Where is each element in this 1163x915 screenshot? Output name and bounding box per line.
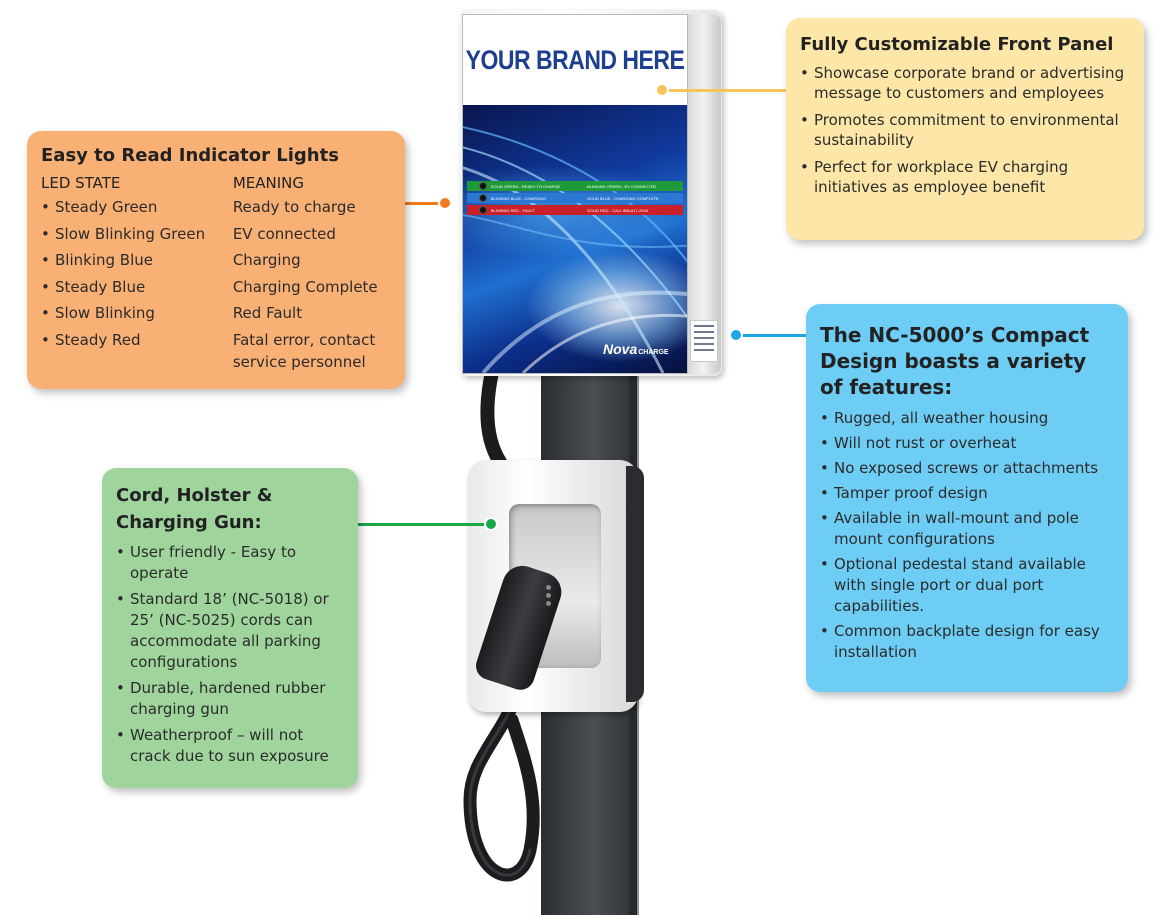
compact-feature-item: Common backplate design for easy install… <box>820 621 1114 663</box>
front-panel-item: Showcase corporate brand or advertising … <box>800 63 1130 103</box>
compact-feature-item: Rugged, all weather housing <box>820 408 1114 429</box>
led-blue-left-text: BLINKING BLUE - CHARGING <box>490 195 547 201</box>
front-connector-line <box>662 89 788 92</box>
led-green-left-text: SOLID GREEN - READY TO CHARGE <box>490 183 561 189</box>
led-blue-right-text: SOLID BLUE - CHARGING COMPLETE <box>586 195 659 201</box>
front-connector-dot <box>655 83 669 97</box>
meaning-item: Charging Complete <box>232 277 378 296</box>
cord-connector-line <box>358 523 490 526</box>
cord-feature-item: Durable, hardened rubber charging gun <box>116 678 344 720</box>
led-state-item: Steady Red <box>41 327 233 354</box>
meaning-item: EV connected <box>232 224 336 243</box>
front-panel-item: Perfect for workplace EV charging initia… <box>800 157 1130 197</box>
indicator-connector-dot <box>438 196 452 210</box>
compact-feature-item: Tamper proof design <box>820 483 1114 504</box>
led-strip-blue: BLINKING BLUE - CHARGING SOLID BLUE - CH… <box>467 193 683 203</box>
led-strip-red: BLINKING RED - FAULT SOLID RED - CALL 88… <box>467 205 683 215</box>
side-product-label <box>690 320 718 362</box>
led-state-item: Slow Blinking <box>41 300 233 327</box>
front-panel: YOUR BRAND HERE SOLID GREEN - READY TO C… <box>462 14 688 374</box>
compact-feature-item: Optional pedestal stand available with s… <box>820 554 1114 617</box>
connector-pins-icon <box>540 582 558 612</box>
led-state-item: Slow Blinking Green <box>41 221 233 248</box>
cord-connector-dot <box>484 517 498 531</box>
logo-main-text: Nova <box>603 341 638 357</box>
led-blue-icon <box>479 194 487 202</box>
compact-connector-dot <box>729 328 743 342</box>
meaning-header: MEANING <box>232 174 304 192</box>
led-red-icon <box>479 206 487 214</box>
novacharge-logo: NovaCHARGE <box>603 341 669 357</box>
front-panel-callout: Fully Customizable Front Panel Showcase … <box>786 18 1144 240</box>
brand-area: YOUR BRAND HERE <box>463 15 687 105</box>
compact-feature-item: Available in wall-mount and pole mount c… <box>820 508 1114 550</box>
charger-unit-side <box>685 14 721 374</box>
front-panel-item: Promotes commitment to environmental sus… <box>800 110 1130 150</box>
compact-design-callout: The NC-5000’s Compact Design boasts a va… <box>806 304 1128 692</box>
led-red-left-text: BLINKING RED - FAULT <box>490 207 535 213</box>
cord-holster-title: Cord, Holster & Charging Gun: <box>116 485 273 533</box>
led-red-right-text: SOLID RED - CALL 888-817-2946 <box>586 207 648 213</box>
led-green-right-text: BLINKING GREEN - EV CONNECTED <box>586 183 657 189</box>
cord-holster-callout: Cord, Holster & Charging Gun: User frien… <box>102 468 358 788</box>
meaning-column: MEANING Ready to charge EV connected Cha… <box>233 174 391 373</box>
brand-placeholder-text: YOUR BRAND HERE <box>465 44 685 75</box>
led-state-item: Steady Green <box>41 194 233 221</box>
led-green-icon <box>479 182 487 190</box>
compact-connector-line <box>740 334 808 337</box>
compact-design-title: The NC-5000’s Compact Design boasts a va… <box>820 323 1090 399</box>
logo-sub-text: CHARGE <box>638 349 669 356</box>
led-state-column: LED STATE Steady Green Slow Blinking Gre… <box>41 174 233 373</box>
led-state-header: LED STATE <box>41 174 121 192</box>
meaning-item: Red Fault <box>232 304 303 322</box>
indicator-lights-callout: Easy to Read Indicator Lights LED STATE … <box>27 131 405 389</box>
cord-feature-item: Standard 18’ (NC-5018) or 25’ (NC-5025) … <box>116 589 344 673</box>
cord-feature-item: User friendly - Easy to operate <box>116 542 344 584</box>
led-state-table: LED STATE Steady Green Slow Blinking Gre… <box>41 174 391 373</box>
indicator-connector-line <box>404 202 444 205</box>
holster-side <box>626 466 644 702</box>
meaning-item: Ready to charge <box>232 198 356 216</box>
compact-feature-item: No exposed screws or attachments <box>820 458 1114 479</box>
meaning-item: Charging <box>232 251 301 269</box>
meaning-item: Fatal error, contact service personnel <box>232 330 376 371</box>
led-strip-green: SOLID GREEN - READY TO CHARGE BLINKING G… <box>467 181 683 191</box>
compact-feature-item: Will not rust or overheat <box>820 433 1114 454</box>
light-swirl-graphic <box>463 126 687 373</box>
led-state-item: Steady Blue <box>41 274 233 301</box>
cord-feature-item: Weatherproof – will not crack due to sun… <box>116 725 344 767</box>
front-panel-title: Fully Customizable Front Panel <box>800 34 1114 55</box>
indicator-title: Easy to Read Indicator Lights <box>41 145 339 166</box>
led-state-item: Blinking Blue <box>41 247 233 274</box>
panel-artwork <box>463 105 687 373</box>
